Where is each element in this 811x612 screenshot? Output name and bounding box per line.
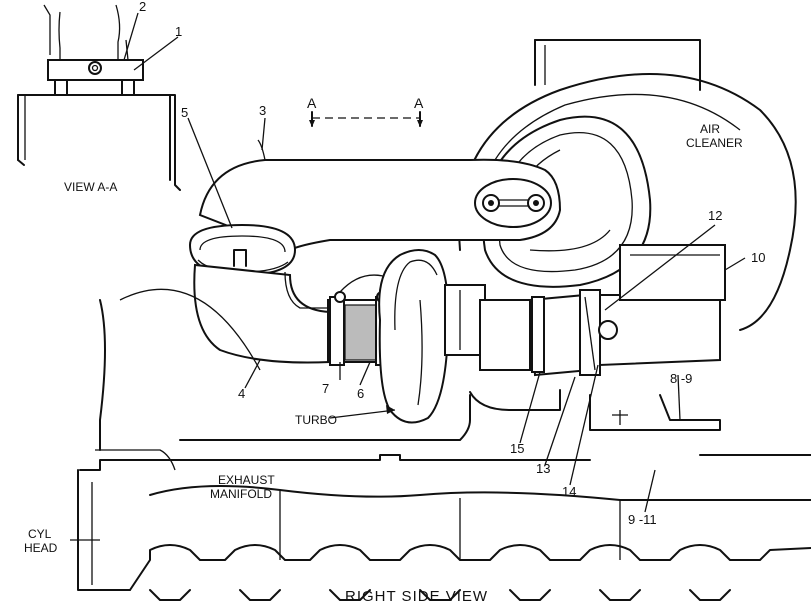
callout-1: 1 xyxy=(175,24,182,39)
intake-elbow xyxy=(198,139,562,252)
view-aa-label: VIEW A-A xyxy=(64,180,117,194)
callout-9-11: 9 -11 xyxy=(628,512,657,527)
cyl-head-label-1: CYL xyxy=(28,527,52,541)
section-a-right: A xyxy=(414,95,424,111)
diagram-title: RIGHT SIDE VIEW xyxy=(345,588,488,605)
air-cleaner-label-1: AIR xyxy=(700,122,720,136)
section-line-aa xyxy=(309,111,423,127)
air-cleaner-label-2: CLEANER xyxy=(686,136,743,150)
callout-10: 10 xyxy=(751,250,765,265)
turbocharger xyxy=(378,249,561,424)
turbine-connector xyxy=(528,244,726,431)
view-aa-inset xyxy=(17,4,181,191)
callout-6: 6 xyxy=(357,386,364,401)
cyl-head-label-2: HEAD xyxy=(24,541,58,555)
callout-5: 5 xyxy=(181,105,188,120)
turbo-label: TURBO xyxy=(295,413,337,427)
leader-lines xyxy=(70,117,746,541)
hose-clamp-ring xyxy=(188,223,297,277)
exhaust-manifold xyxy=(77,288,811,601)
exhaust-label-1: EXHAUST xyxy=(218,473,275,487)
lower-hose xyxy=(193,263,331,364)
section-a-left: A xyxy=(307,95,317,111)
callout-3: 3 xyxy=(259,103,266,118)
callout-15: 15 xyxy=(510,441,524,456)
callout-4: 4 xyxy=(238,386,245,401)
callout-14: 14 xyxy=(562,484,576,499)
callout-13: 13 xyxy=(536,461,550,476)
callout-12: 12 xyxy=(708,208,722,223)
callout-7: 7 xyxy=(322,381,329,396)
callout-8-9: 8 -9 xyxy=(670,371,692,386)
exhaust-label-2: MANIFOLD xyxy=(210,487,272,501)
callout-2: 2 xyxy=(139,0,146,14)
